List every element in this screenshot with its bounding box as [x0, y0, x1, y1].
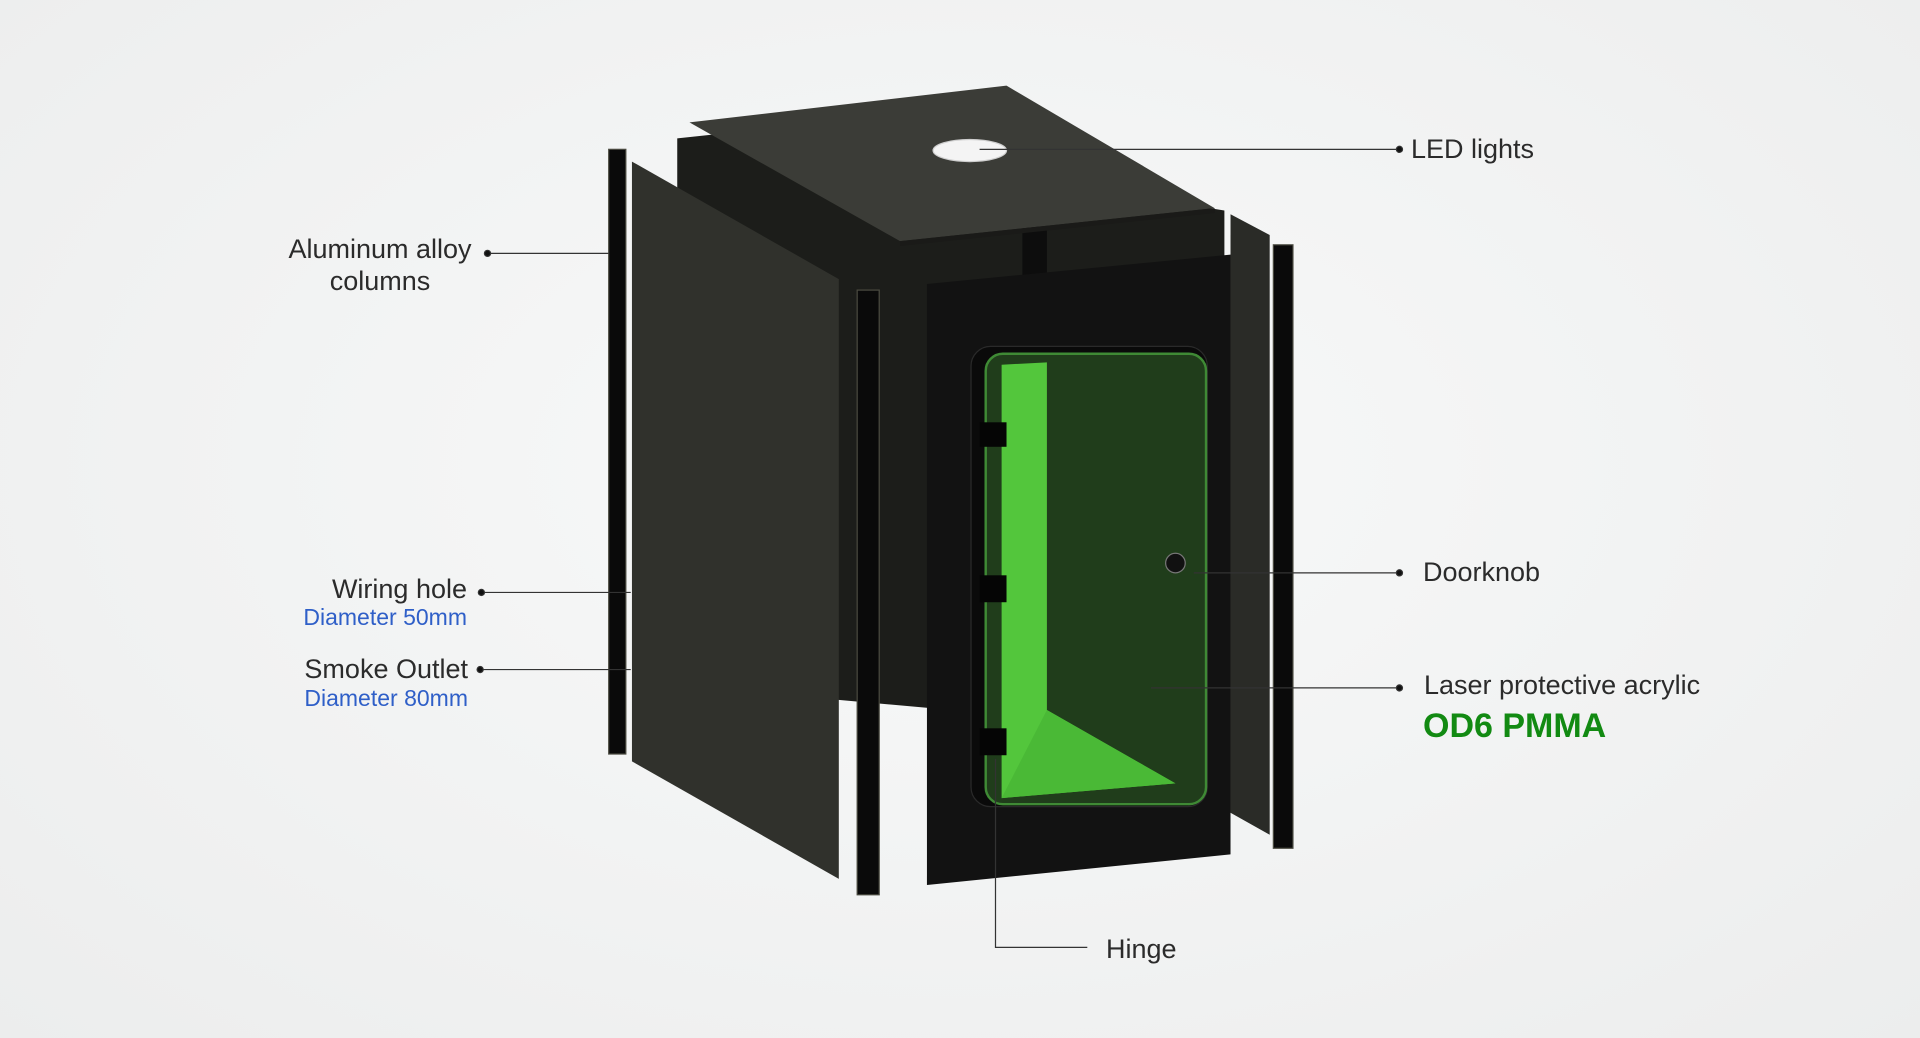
- label-doorknob: Doorknob: [1423, 557, 1541, 587]
- acrylic-green-floor: [1001, 709, 1176, 799]
- label-hinge: Hinge: [1106, 934, 1177, 964]
- right-side-panel: [1230, 214, 1270, 835]
- aluminum-column-right: [1272, 244, 1294, 849]
- hinge-bottom: [979, 728, 1007, 756]
- acrylic-green-side: [1001, 362, 1176, 799]
- label-led-lights: LED lights: [1411, 134, 1535, 164]
- top-panel-edge: [900, 208, 1215, 247]
- aluminum-column-left: [608, 148, 627, 755]
- aluminum-column-mid: [856, 289, 880, 896]
- top-panel: [689, 85, 1215, 242]
- label-smoke-outlet: Smoke Outlet: [304, 654, 468, 684]
- acrylic-od6-pmma: OD6 PMMA: [1423, 707, 1607, 745]
- hinge-top: [979, 422, 1007, 447]
- label-aluminum-columns-line2: columns: [329, 266, 431, 296]
- label-aluminum-columns-line1: Aluminum alloy: [288, 234, 472, 264]
- led-light: [932, 138, 1008, 163]
- label-laser-acrylic: Laser protective acrylic: [1424, 670, 1701, 700]
- leader-lines: [476, 145, 1404, 949]
- smoke-outlet-diameter: Diameter 80mm: [304, 685, 468, 711]
- wiring-hole-diameter: Diameter 50mm: [303, 604, 467, 630]
- left-side-panel: [631, 161, 839, 879]
- label-wiring-hole: Wiring hole: [331, 574, 467, 604]
- hinge-middle: [979, 575, 1007, 603]
- doorknob: [1165, 552, 1186, 574]
